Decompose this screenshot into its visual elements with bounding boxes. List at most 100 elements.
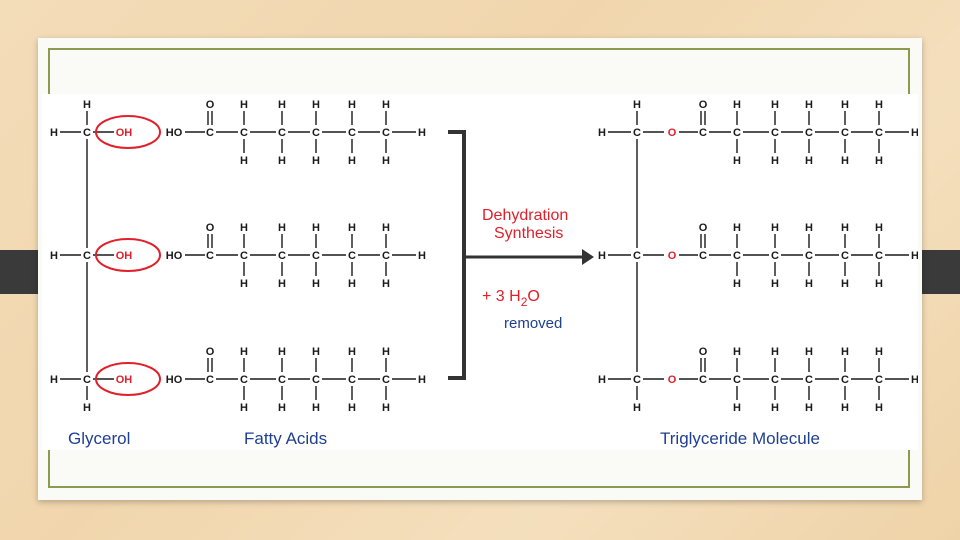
right-dark-band — [920, 250, 960, 294]
fatty-acids-label: Fatty Acids — [244, 429, 327, 448]
carbon-atom: C — [875, 127, 883, 139]
hydrogen-atom: H — [50, 127, 58, 139]
water-subscript: 2 — [521, 295, 528, 309]
hydrogen-atom: H — [805, 155, 813, 167]
terminal-hydrogen-atom: H — [911, 127, 918, 139]
hydrogen-atom: H — [312, 99, 320, 111]
hydrogen-atom: H — [348, 278, 356, 290]
hydroxyl-group: OH — [116, 127, 133, 139]
triglyceride-label: Triglyceride Molecule — [660, 429, 820, 448]
carbon-atom: C — [699, 374, 707, 386]
carbonyl-oxygen-atom: O — [206, 346, 215, 358]
hydrogen-atom: H — [50, 250, 58, 262]
ester-oxygen-atom: O — [668, 250, 677, 262]
carbon-atom: C — [206, 250, 214, 262]
glycerol-carbon-atom: C — [633, 250, 641, 262]
carbon-atom: C — [240, 127, 248, 139]
hydroxyl-highlight-ellipse — [95, 238, 161, 272]
hydrogen-atom: H — [805, 99, 813, 111]
hydrogen-atom: H — [598, 127, 606, 139]
carbon-atom: C — [699, 250, 707, 262]
hydrogen-atom: H — [841, 278, 849, 290]
fatty-acid-hydroxyl-group: HO — [166, 374, 183, 386]
carbon-atom: C — [733, 250, 741, 262]
hydrogen-atom: H — [771, 99, 779, 111]
carbon-atom: C — [348, 374, 356, 386]
water-prefix: + 3 H — [482, 288, 521, 305]
hydrogen-atom: H — [382, 222, 390, 234]
hydrogen-atom: H — [348, 346, 356, 358]
terminal-hydrogen-atom: H — [911, 374, 918, 386]
hydrogen-atom: H — [875, 346, 883, 358]
hydrogen-atom: H — [771, 155, 779, 167]
carbon-atom: C — [875, 374, 883, 386]
carbon-atom: C — [348, 127, 356, 139]
hydrogen-atom: H — [771, 222, 779, 234]
carbonyl-oxygen-atom: O — [699, 346, 708, 358]
hydrogen-atom: H — [875, 402, 883, 414]
carbon-atom: C — [805, 250, 813, 262]
carbon-atom: C — [841, 374, 849, 386]
carbon-atom: C — [841, 127, 849, 139]
hydrogen-atom: H — [382, 346, 390, 358]
hydrogen-atom: H — [278, 278, 286, 290]
hydrogen-atom: H — [382, 99, 390, 111]
hydrogen-atom: H — [733, 99, 741, 111]
left-dark-band — [0, 250, 40, 294]
hydrogen-atom: H — [771, 402, 779, 414]
carbon-atom: C — [382, 127, 390, 139]
carbon-atom: C — [312, 250, 320, 262]
ester-oxygen-atom: O — [668, 374, 677, 386]
hydrogen-atom: H — [50, 374, 58, 386]
carbonyl-oxygen-atom: O — [699, 99, 708, 111]
terminal-hydrogen-atom: H — [911, 250, 918, 262]
hydrogen-atom: H — [805, 222, 813, 234]
hydroxyl-highlight-ellipse — [95, 115, 161, 149]
fatty-acid-hydroxyl-group: HO — [166, 127, 183, 139]
glycerol-carbon-atom: C — [83, 127, 91, 139]
carbon-atom: C — [312, 374, 320, 386]
glycerol-carbon-atom: C — [633, 127, 641, 139]
carbon-atom: C — [699, 127, 707, 139]
carbon-atom: C — [278, 374, 286, 386]
carbon-atom: C — [733, 374, 741, 386]
glycerol-carbon-atom: C — [633, 374, 641, 386]
hydrogen-atom: H — [240, 402, 248, 414]
carbon-atom: C — [733, 127, 741, 139]
hydrogen-atom: H — [733, 278, 741, 290]
carbon-atom: C — [382, 374, 390, 386]
hydrogen-atom: H — [312, 278, 320, 290]
carbon-atom: C — [382, 250, 390, 262]
hydrogen-atom: H — [312, 155, 320, 167]
hydrogen-atom: H — [633, 99, 641, 111]
hydrogen-atom: H — [240, 346, 248, 358]
hydrogen-atom: H — [382, 155, 390, 167]
hydrogen-atom: H — [83, 402, 91, 414]
hydrogen-atom: H — [598, 374, 606, 386]
terminal-hydrogen-atom: H — [418, 250, 426, 262]
carbon-atom: C — [841, 250, 849, 262]
hydrogen-atom: H — [733, 155, 741, 167]
carbon-atom: C — [206, 127, 214, 139]
hydrogen-atom: H — [278, 99, 286, 111]
hydrogen-atom: H — [805, 278, 813, 290]
carbon-atom: C — [805, 374, 813, 386]
fatty-acid-hydroxyl-group: HO — [166, 250, 183, 262]
hydrogen-atom: H — [83, 99, 91, 111]
carbonyl-oxygen-atom: O — [206, 99, 215, 111]
glycerol-carbon-atom: C — [83, 374, 91, 386]
carbon-atom: C — [206, 374, 214, 386]
hydrogen-atom: H — [348, 155, 356, 167]
reaction-arrow-head — [582, 249, 594, 265]
hydroxyl-group: OH — [116, 374, 133, 386]
ester-oxygen-atom: O — [668, 127, 677, 139]
hydrogen-atom: H — [382, 402, 390, 414]
hydrogen-atom: H — [598, 250, 606, 262]
hydrogen-atom: H — [240, 222, 248, 234]
hydrogen-atom: H — [841, 222, 849, 234]
hydrogen-atom: H — [312, 402, 320, 414]
hydrogen-atom: H — [841, 155, 849, 167]
carbon-atom: C — [278, 250, 286, 262]
